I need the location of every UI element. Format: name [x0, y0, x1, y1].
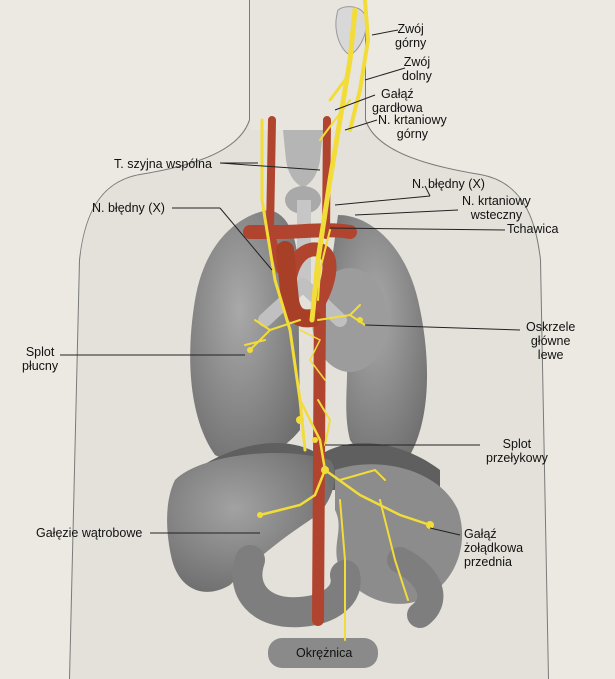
leader-lines — [60, 29, 521, 536]
trachea — [297, 200, 311, 285]
label-szyjna-wspolna: T. szyjna wspólna — [114, 157, 212, 171]
label-galezie-watrobowe: Gałęzie wątrobowe — [36, 526, 143, 540]
liver — [167, 452, 335, 592]
label-bledny-right: N. błędny (X) — [412, 177, 485, 191]
label-okreznica: Okrężnica — [296, 646, 353, 660]
label-bledny-left: N. błędny (X) — [92, 201, 165, 215]
heart-vessels — [276, 241, 321, 328]
intestine-loop-1 — [232, 545, 361, 628]
vagus-nerves — [244, 0, 432, 641]
colon — [268, 638, 378, 668]
heart-shadow — [312, 268, 388, 372]
aorta-descending — [312, 289, 326, 626]
intestine-loop-2 — [387, 547, 444, 628]
nerve-plexus-dots — [247, 317, 434, 529]
larynx — [283, 130, 323, 187]
label-tchawica: Tchawica — [507, 222, 559, 236]
